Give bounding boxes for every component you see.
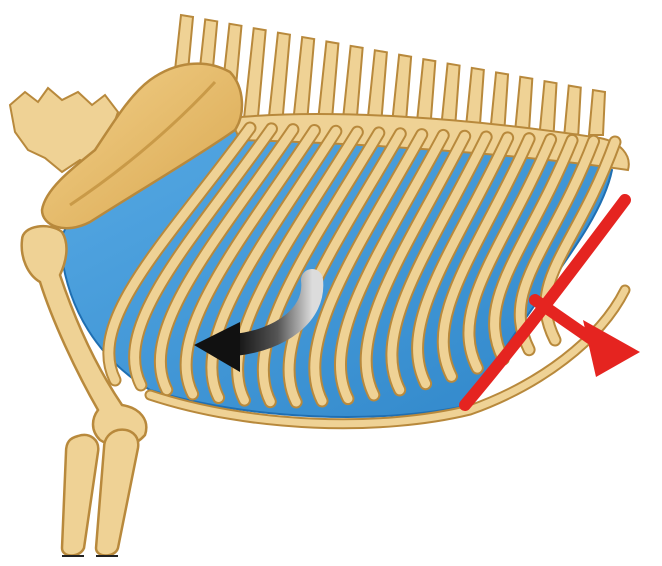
spinous-process <box>589 90 605 135</box>
spinous-process <box>243 28 266 127</box>
radius <box>96 430 138 556</box>
spinous-process <box>515 77 532 133</box>
ulna <box>62 435 98 556</box>
spinous-process <box>540 81 557 134</box>
spinous-process <box>268 33 290 128</box>
spinous-process <box>564 86 580 135</box>
